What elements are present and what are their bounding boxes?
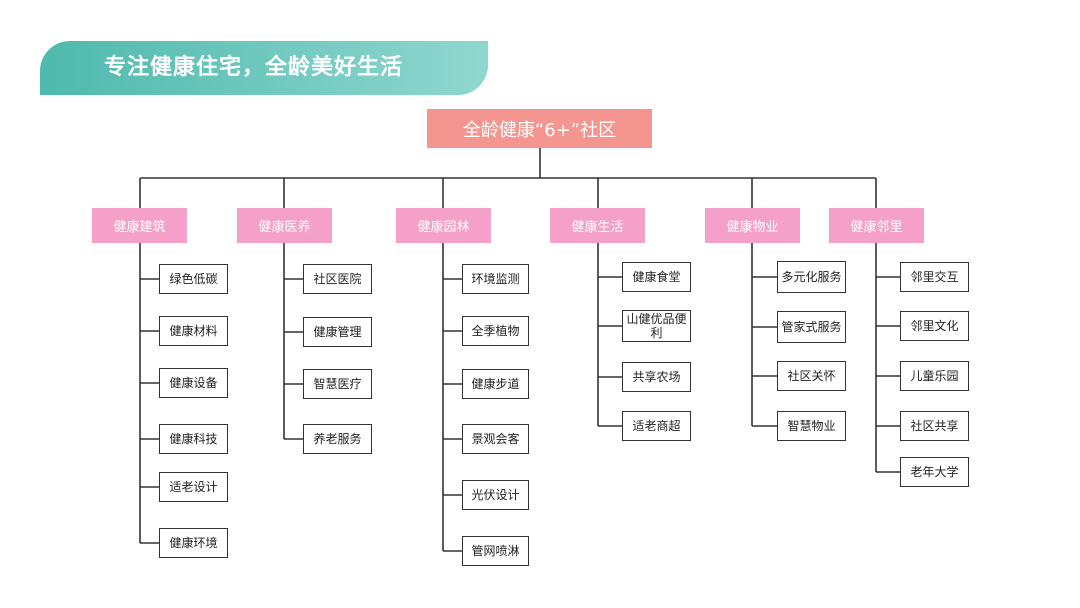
title-banner: 专注健康住宅，全龄美好生活 [40, 41, 488, 95]
item-node: 管家式服务 [777, 311, 846, 343]
item-node: 健康设备 [159, 368, 228, 398]
root-node: 全龄健康“6+”社区 [427, 109, 652, 148]
item-node: 健康科技 [159, 424, 228, 454]
item-node: 邻里文化 [900, 311, 969, 341]
item-node: 健康管理 [303, 317, 372, 347]
item-node: 健康食堂 [622, 262, 691, 292]
item-node: 共享农场 [622, 362, 691, 392]
item-node: 适老商超 [622, 411, 691, 441]
item-node: 光伏设计 [462, 480, 529, 510]
item-node: 健康材料 [159, 316, 228, 346]
item-node: 儿童乐园 [900, 361, 969, 391]
item-node: 环境监测 [462, 264, 529, 294]
item-node: 全季植物 [462, 316, 529, 346]
item-node: 健康环境 [159, 528, 228, 558]
item-node: 适老设计 [159, 472, 228, 502]
item-node: 社区关怀 [777, 361, 846, 391]
item-node: 管网喷淋 [462, 536, 529, 566]
category-node: 健康生活 [550, 208, 645, 243]
banner-title: 专注健康住宅，全龄美好生活 [104, 55, 404, 80]
item-node: 绿色低碳 [159, 264, 228, 294]
item-node: 社区共享 [900, 411, 969, 441]
item-node: 山健优品便利 [622, 310, 691, 342]
category-node: 健康物业 [705, 208, 800, 243]
category-node: 健康邻里 [829, 208, 924, 243]
item-node: 智慧物业 [777, 411, 846, 441]
item-node: 社区医院 [303, 264, 372, 294]
category-node: 健康园林 [396, 208, 491, 243]
category-node: 健康建筑 [92, 208, 187, 243]
item-node: 智慧医疗 [303, 369, 372, 399]
item-node: 邻里交互 [900, 262, 969, 292]
category-node: 健康医养 [237, 208, 332, 243]
item-node: 健康步道 [462, 369, 529, 399]
item-node: 老年大学 [900, 457, 969, 487]
item-node: 多元化服务 [777, 261, 846, 293]
item-node: 养老服务 [303, 424, 372, 454]
item-node: 景观会客 [462, 424, 529, 454]
